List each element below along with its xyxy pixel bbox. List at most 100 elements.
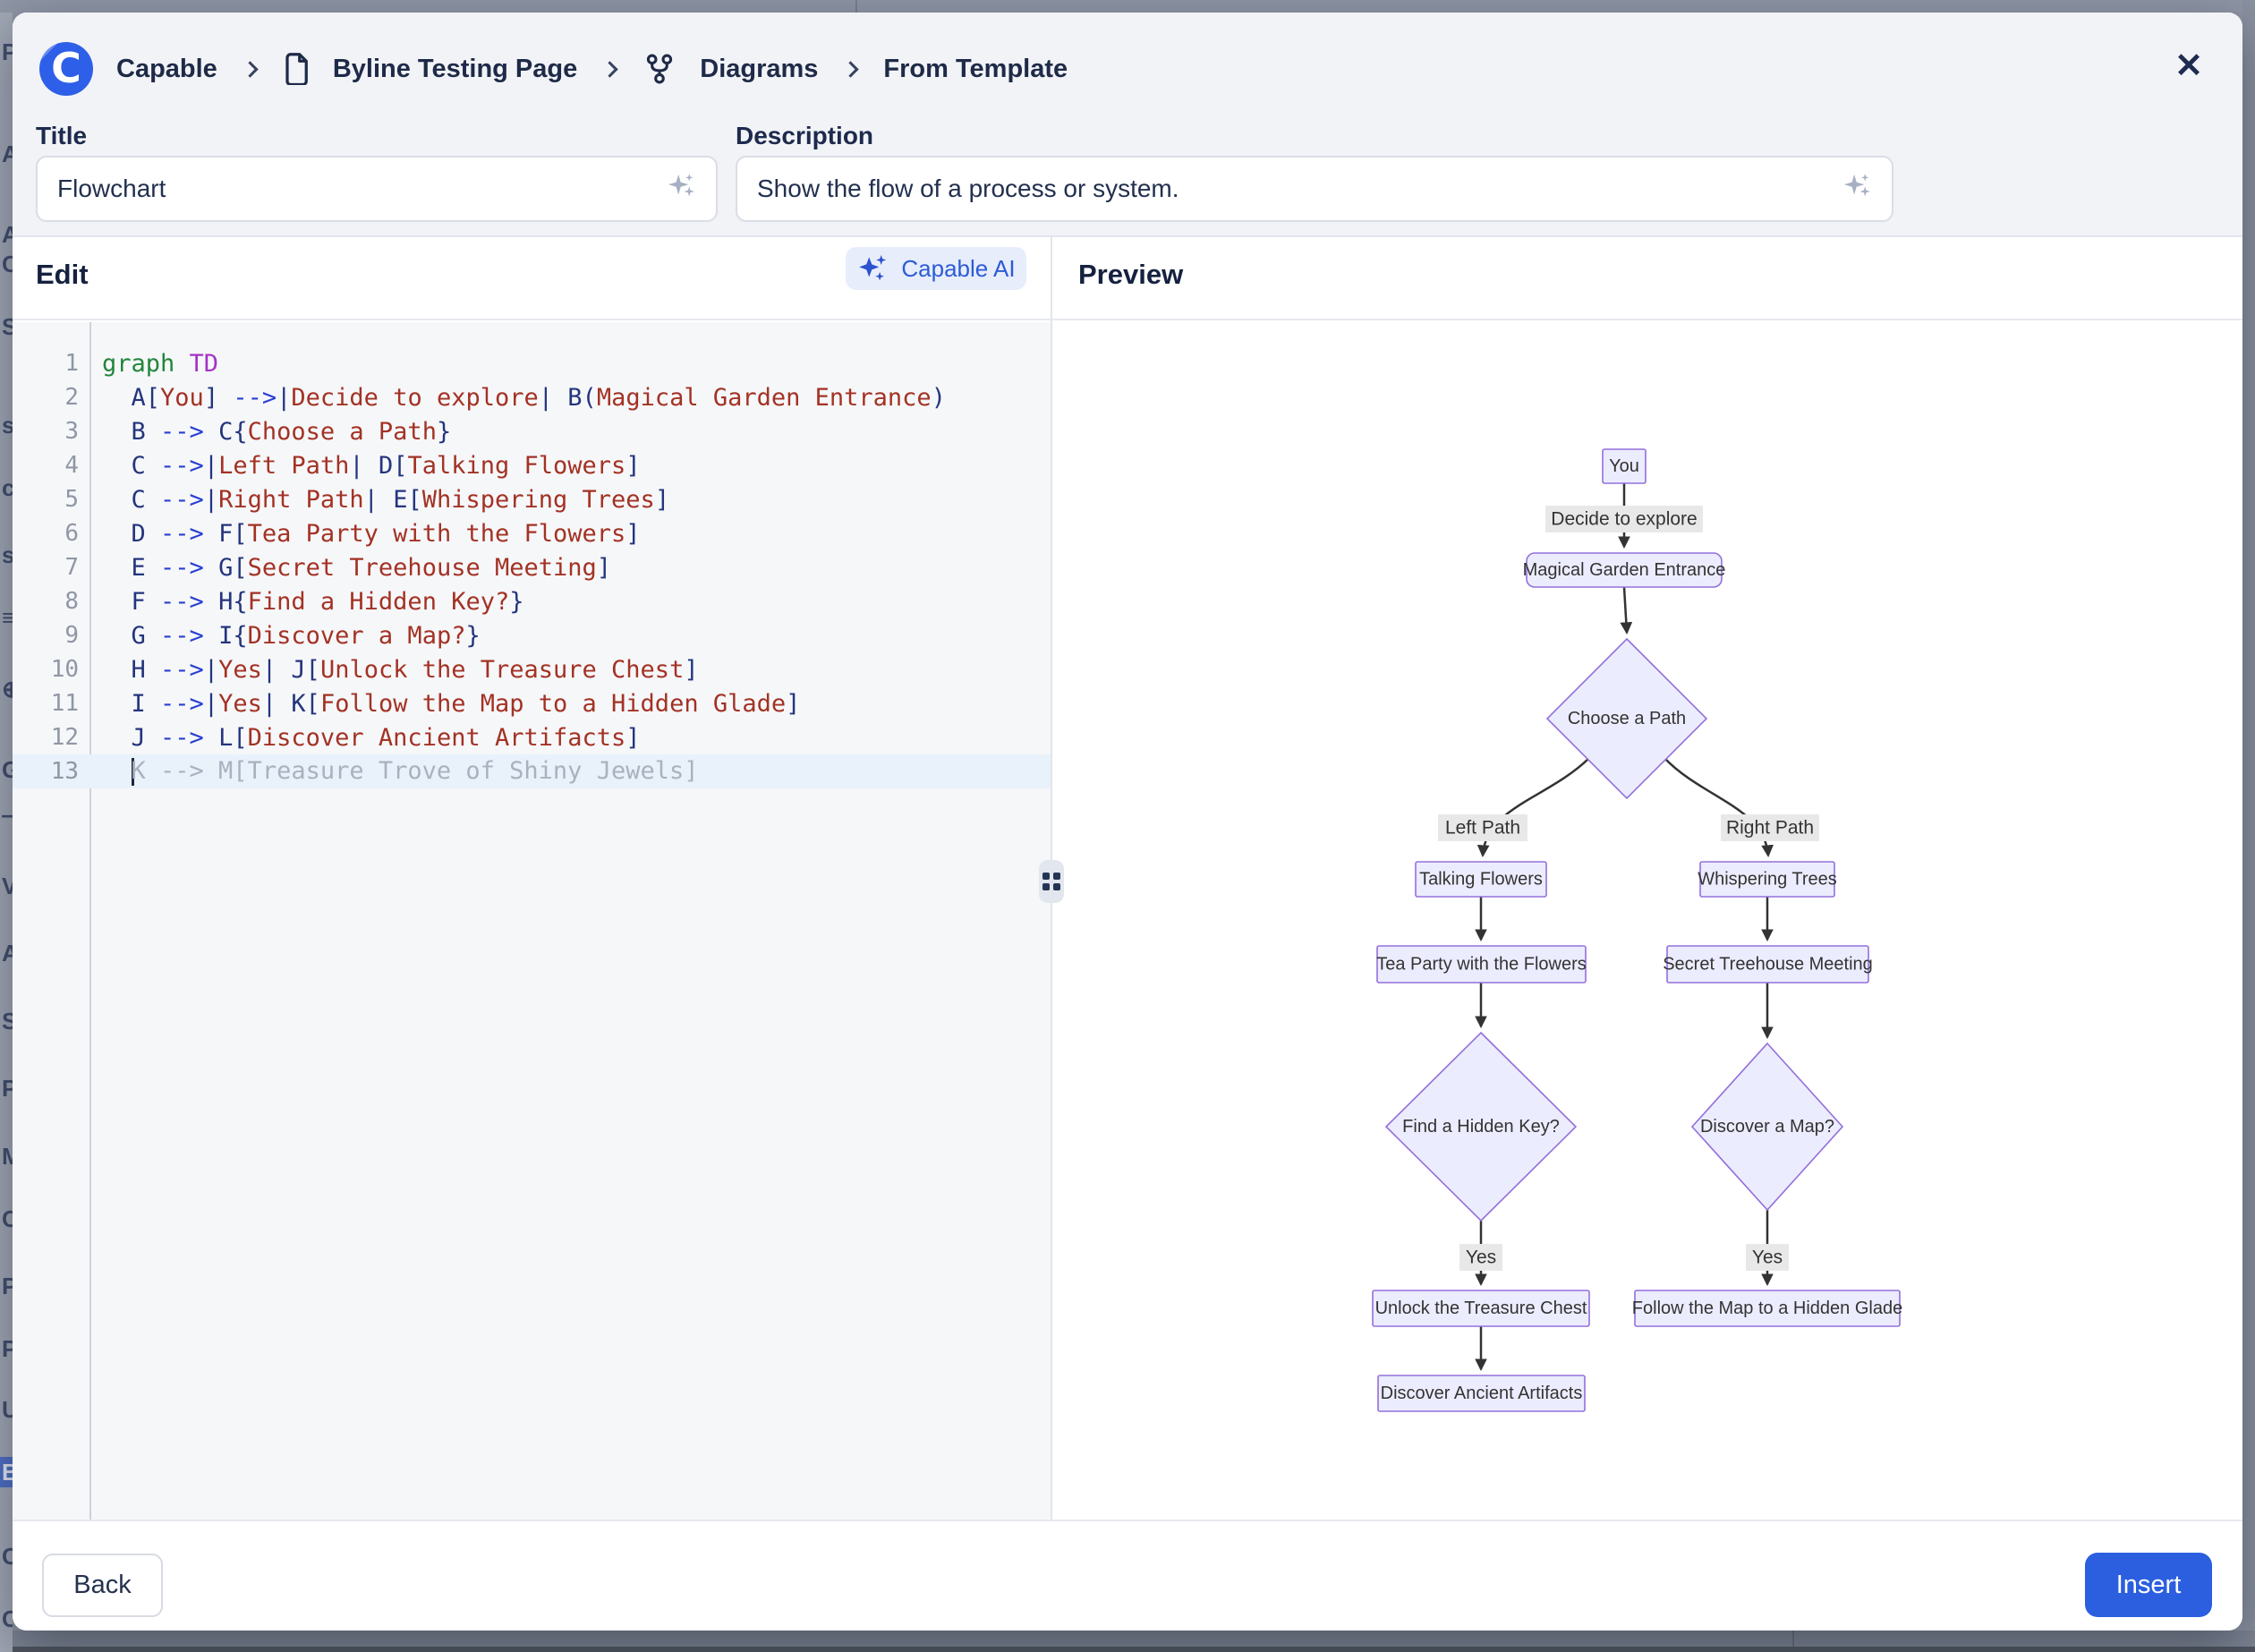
preview-heading: Preview bbox=[1078, 259, 1183, 291]
flow-node-label: Talking Flowers bbox=[1419, 870, 1543, 890]
flow-edge bbox=[1624, 587, 1627, 633]
underlying-sidebar-item: Ca bbox=[2, 1541, 13, 1571]
underlying-sidebar-item: Pr bbox=[2, 1073, 13, 1103]
flow-node-label: You bbox=[1609, 456, 1639, 476]
back-button[interactable]: Back bbox=[42, 1554, 163, 1617]
line-number: 9 bbox=[13, 622, 79, 649]
code-text: D --> F[Tea Party with the Flowers] bbox=[79, 520, 1051, 548]
code-text: E --> G[Secret Treehouse Meeting] bbox=[79, 554, 1051, 582]
flow-node-label: Tea Party with the Flowers bbox=[1376, 955, 1587, 975]
breadcrumb-item[interactable]: Capable bbox=[116, 55, 217, 84]
capable-ai-button[interactable]: Capable AI bbox=[846, 247, 1026, 290]
code-line[interactable]: 8 F --> H{Find a Hidden Key?} bbox=[13, 584, 1051, 618]
backdrop-top bbox=[0, 0, 2255, 13]
underlying-sidebar-item: Ca bbox=[2, 1604, 13, 1634]
line-number: 4 bbox=[13, 452, 79, 479]
underlying-sidebar-item: M bbox=[2, 1141, 13, 1171]
flow-node-label: Secret Treehouse Meeting bbox=[1663, 955, 1873, 975]
title-label: Title bbox=[36, 122, 87, 150]
underlying-sidebar-item: Sp bbox=[2, 311, 13, 342]
underlying-sidebar-item: Se bbox=[2, 1006, 13, 1036]
code-editor[interactable]: 1graph TD2 A[You] -->|Decide to explore|… bbox=[13, 322, 1051, 1520]
underlying-sidebar-item: Ul bbox=[2, 1394, 13, 1425]
code-lines: 1graph TD2 A[You] -->|Decide to explore|… bbox=[13, 346, 1051, 788]
title-input[interactable] bbox=[36, 156, 718, 222]
flow-node-label: Find a Hidden Key? bbox=[1402, 1117, 1560, 1137]
code-line[interactable]: 13 K --> M[Treasure Trove of Shiny Jewel… bbox=[13, 754, 1051, 788]
code-text: B --> C{Choose a Path} bbox=[79, 418, 1051, 446]
edit-heading: Edit bbox=[36, 259, 89, 291]
code-line[interactable]: 2 A[You] -->|Decide to explore| B(Magica… bbox=[13, 380, 1051, 414]
underlying-sidebar-item: Al bbox=[2, 139, 13, 169]
breadcrumb-separator-icon bbox=[242, 61, 258, 77]
insert-button[interactable]: Insert bbox=[2085, 1553, 2212, 1617]
underlying-sidebar-item: Ge bbox=[2, 754, 13, 785]
line-number: 8 bbox=[13, 588, 79, 615]
underlying-sidebar-item: — bbox=[2, 799, 13, 830]
title-input-value[interactable] bbox=[57, 175, 666, 203]
line-number: 13 bbox=[13, 758, 79, 785]
pane-resize-handle[interactable] bbox=[1039, 860, 1064, 903]
capable-logo-icon: C bbox=[39, 42, 93, 96]
capable-ai-label: Capable AI bbox=[901, 255, 1015, 283]
diagram-preview: Decide to exploreLeft PathRight PathYesY… bbox=[1052, 322, 2242, 1520]
underlying-sidebar-item: co bbox=[2, 473, 13, 503]
edge-label: Right Path bbox=[1726, 818, 1814, 839]
line-number: 1 bbox=[13, 350, 79, 377]
from-template-dialog: C Capable Byline Testing Page Diagrams From… bbox=[13, 13, 2242, 1631]
breadcrumb-item-label: Byline Testing Page bbox=[333, 55, 577, 84]
line-number: 6 bbox=[13, 520, 79, 547]
flow-node-label: Unlock the Treasure Chest bbox=[1375, 1299, 1587, 1318]
code-text: A[You] -->|Decide to explore| B(Magical … bbox=[79, 384, 1051, 412]
breadcrumb-item-label: Diagrams bbox=[700, 55, 818, 84]
underlying-sidebar-sliver: PrAlArCoSpsHcose≡⊕Ge—ViArSePrMClPrPrUlBy… bbox=[0, 13, 13, 1652]
underlying-sidebar-item: ≡ bbox=[2, 602, 13, 633]
code-line[interactable]: 5 C -->|Right Path| E[Whispering Trees] bbox=[13, 482, 1051, 516]
code-line[interactable]: 7 E --> G[Secret Treehouse Meeting] bbox=[13, 550, 1051, 584]
code-line[interactable]: 3 B --> C{Choose a Path} bbox=[13, 414, 1051, 448]
close-icon[interactable]: ✕ bbox=[2166, 43, 2212, 89]
breadcrumb: C Capable Byline Testing Page Diagrams From… bbox=[39, 29, 1068, 109]
code-line[interactable]: 4 C -->|Left Path| D[Talking Flowers] bbox=[13, 448, 1051, 482]
code-line[interactable]: 6 D --> F[Tea Party with the Flowers] bbox=[13, 516, 1051, 550]
breadcrumb-item-label: From Template bbox=[883, 55, 1068, 84]
flow-node-label: Follow the Map to a Hidden Glade bbox=[1632, 1299, 1902, 1318]
code-line[interactable]: 12 J --> L[Discover Ancient Artifacts] bbox=[13, 720, 1051, 754]
breadcrumb-item[interactable]: Diagrams bbox=[642, 52, 818, 86]
document-icon bbox=[283, 53, 310, 85]
breadcrumb-item-label: Capable bbox=[116, 55, 217, 84]
underlying-sidebar-item: sH bbox=[2, 410, 13, 440]
code-text: J --> L[Discover Ancient Artifacts] bbox=[79, 724, 1051, 752]
underlying-sidebar-item: se bbox=[2, 540, 13, 570]
code-line[interactable]: 1graph TD bbox=[13, 346, 1051, 380]
code-text: G --> I{Discover a Map?} bbox=[79, 622, 1051, 650]
diagram-icon bbox=[642, 52, 676, 86]
underlying-sidebar-item: Cl bbox=[2, 1204, 13, 1234]
code-text: H -->|Yes| J[Unlock the Treasure Chest] bbox=[79, 656, 1051, 684]
code-text: F --> H{Find a Hidden Key?} bbox=[79, 588, 1051, 616]
breadcrumb-item[interactable]: From Template bbox=[883, 55, 1068, 84]
flow-node-label: Discover Ancient Artifacts bbox=[1381, 1384, 1583, 1403]
breadcrumb-separator-icon bbox=[602, 61, 618, 77]
underlying-sidebar-item: Ar bbox=[2, 219, 13, 250]
line-number: 3 bbox=[13, 418, 79, 445]
description-input[interactable] bbox=[736, 156, 1893, 222]
line-number: 5 bbox=[13, 486, 79, 513]
ai-sparkle-icon[interactable] bbox=[666, 172, 696, 207]
code-line[interactable]: 11 I -->|Yes| K[Follow the Map to a Hidd… bbox=[13, 686, 1051, 720]
breadcrumb-item[interactable]: Byline Testing Page bbox=[283, 53, 577, 85]
backdrop-seam bbox=[855, 0, 857, 13]
ai-sparkle-icon[interactable] bbox=[1842, 172, 1872, 207]
flow-node-label: Discover a Map? bbox=[1700, 1117, 1834, 1137]
dialog-footer: Back Insert bbox=[13, 1520, 2242, 1631]
code-line[interactable]: 10 H -->|Yes| J[Unlock the Treasure Ches… bbox=[13, 652, 1051, 686]
code-text: graph TD bbox=[79, 350, 1051, 378]
flow-node-label: Magical Garden Entrance bbox=[1523, 560, 1726, 580]
flow-node-label: Choose a Path bbox=[1568, 709, 1686, 728]
edge-label: Yes bbox=[1466, 1248, 1496, 1268]
flow-node-label: Whispering Trees bbox=[1698, 870, 1837, 890]
underlying-sidebar-item: Pr bbox=[2, 1271, 13, 1301]
code-line[interactable]: 9 G --> I{Discover a Map?} bbox=[13, 618, 1051, 652]
description-input-value[interactable] bbox=[757, 175, 1842, 203]
